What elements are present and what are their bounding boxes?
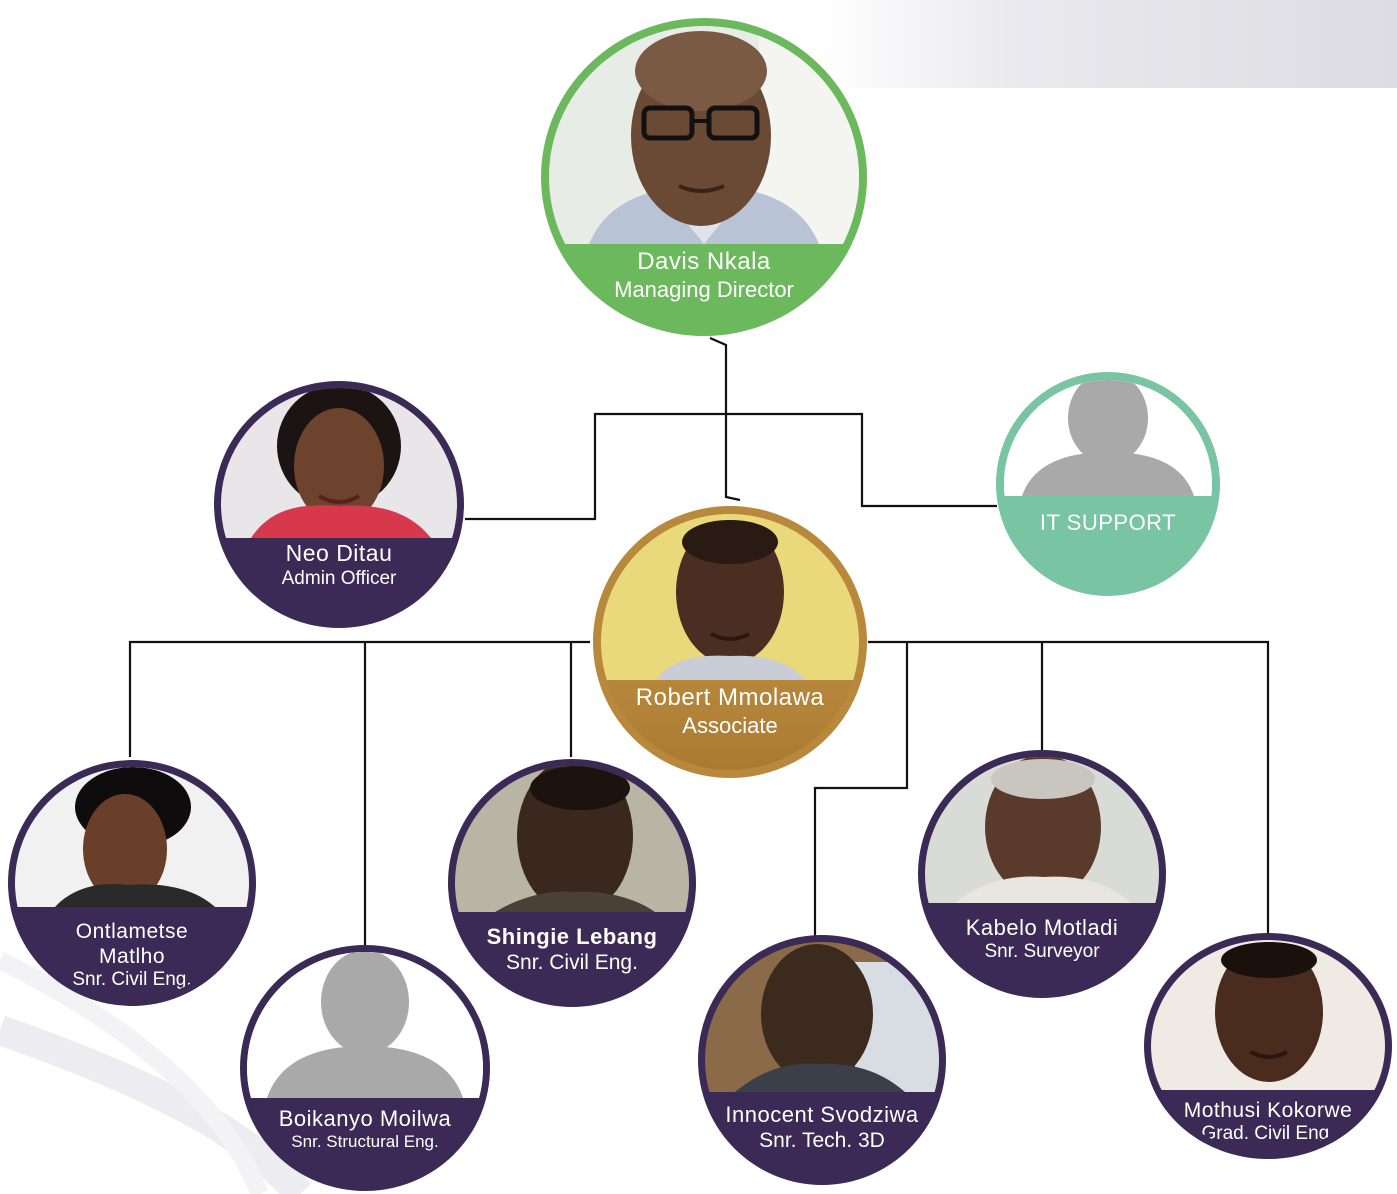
staff-name: Boikanyo Moilwa — [278, 1106, 452, 1131]
associate-role: Associate — [682, 712, 778, 738]
staff-photo — [455, 766, 689, 912]
node-staff-boikanyo[interactable]: Boikanyo Moilwa Snr. Structural Eng. — [240, 945, 490, 1191]
staff-caption: Shingie Lebang Snr. Civil Eng. — [455, 924, 689, 976]
connector-to-innocent — [813, 642, 909, 938]
director-caption: Davis Nkala Managing Director — [549, 248, 859, 303]
admin-photo — [221, 388, 457, 538]
staff-photo — [1151, 940, 1385, 1090]
staff-role: Snr. Civil Eng. — [506, 951, 638, 975]
it-support-caption: IT SUPPORT — [1004, 510, 1212, 536]
placeholder-avatar-icon — [1004, 380, 1212, 496]
associate-photo — [601, 514, 859, 680]
director-photo — [549, 26, 859, 244]
staff-name: Innocent Svodziwa — [725, 1102, 919, 1127]
staff-name: Kabelo Motladi — [965, 915, 1119, 940]
admin-role: Admin Officer — [281, 567, 397, 589]
header-background-band — [820, 0, 1397, 88]
admin-caption: Neo Ditau Admin Officer — [221, 540, 457, 590]
associate-name: Robert Mmolawa — [635, 684, 825, 711]
node-staff-kabelo[interactable]: Kabelo Motladi Snr. Surveyor — [918, 750, 1166, 998]
staff-caption: Boikanyo Moilwa Snr. Structural Eng. — [247, 1106, 483, 1153]
connector-director-to-associate — [709, 336, 741, 502]
connector-branch-it-support — [726, 412, 997, 508]
staff-caption: Mothusi Kokorwe Grad. Civil Eng. — [1151, 1098, 1385, 1146]
placeholder-avatar-icon — [247, 952, 483, 1098]
node-managing-director[interactable]: Davis Nkala Managing Director — [541, 18, 867, 336]
staff-name: Ontlametse Matlho — [75, 920, 189, 969]
staff-role: Snr. Tech. 3D — [759, 1129, 885, 1153]
connector-branch-admin — [465, 412, 726, 521]
staff-photo — [705, 942, 939, 1092]
staff-name: Mothusi Kokorwe — [1183, 1099, 1353, 1122]
node-staff-ontlametse[interactable]: Ontlametse Matlho Snr. Civil Eng. — [8, 760, 256, 1006]
node-staff-mothusi[interactable]: Mothusi Kokorwe Grad. Civil Eng. — [1144, 933, 1392, 1159]
staff-photo — [15, 767, 249, 907]
staff-caption: Kabelo Motladi Snr. Surveyor — [925, 915, 1159, 964]
associate-caption: Robert Mmolawa Associate — [601, 684, 859, 739]
director-name: Davis Nkala — [637, 248, 771, 275]
staff-name: Shingie Lebang — [486, 924, 658, 949]
it-support-label: IT SUPPORT — [1039, 510, 1177, 535]
node-it-support[interactable]: IT SUPPORT — [996, 372, 1220, 596]
staff-role: Snr. Civil Eng. — [72, 969, 192, 991]
node-staff-innocent[interactable]: Innocent Svodziwa Snr. Tech. 3D — [698, 935, 946, 1185]
staff-role: Snr. Structural Eng. — [291, 1132, 439, 1152]
admin-name: Neo Ditau — [285, 540, 393, 566]
connector-associate-right-bus — [868, 640, 1270, 940]
staff-role: Grad. Civil Eng. — [1201, 1123, 1335, 1145]
staff-caption: Innocent Svodziwa Snr. Tech. 3D — [705, 1102, 939, 1154]
node-associate[interactable]: Robert Mmolawa Associate — [593, 506, 867, 778]
node-staff-shingie[interactable]: Shingie Lebang Snr. Civil Eng. — [448, 759, 696, 1007]
staff-role: Snr. Surveyor — [984, 941, 1100, 963]
staff-caption: Ontlametse Matlho Snr. Civil Eng. — [15, 919, 249, 992]
node-admin-officer[interactable]: Neo Ditau Admin Officer — [214, 381, 464, 628]
connector-associate-left-bus — [128, 640, 590, 757]
director-role: Managing Director — [614, 276, 794, 302]
staff-photo — [925, 757, 1159, 903]
